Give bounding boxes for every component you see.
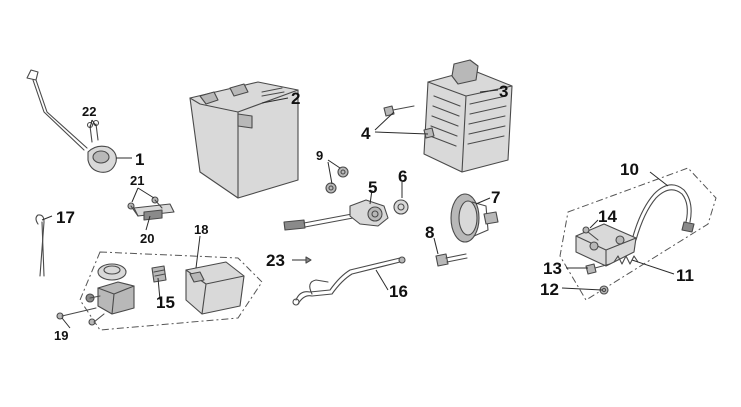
callout-18: 18 — [194, 222, 208, 237]
part-9-nuts — [325, 166, 349, 194]
callout-9: 9 — [316, 148, 323, 163]
callout-6: 6 — [398, 167, 407, 186]
callout-1: 1 — [135, 150, 144, 169]
part-20-bracket — [133, 203, 175, 221]
part-4-bolts — [383, 105, 435, 139]
part-23-arrow — [292, 256, 312, 264]
part-3-regulator — [423, 59, 513, 173]
part-15-grommet — [151, 265, 167, 283]
callout-14: 14 — [598, 207, 617, 226]
part-16-harness — [292, 256, 406, 306]
callout-8: 8 — [425, 223, 434, 242]
leader-lines — [41, 89, 675, 329]
callout-4: 4 — [361, 124, 371, 143]
callout-23: 23 — [266, 251, 285, 270]
group-18-outline — [79, 251, 263, 331]
callout-17: 17 — [56, 208, 75, 227]
part-1-switch — [26, 69, 117, 173]
callout-3: 3 — [499, 82, 508, 101]
part-fuel-pump — [85, 263, 135, 315]
part-5-sensor — [283, 199, 389, 231]
callout-20: 20 — [140, 231, 154, 246]
callout-7: 7 — [491, 188, 500, 207]
callout-11: 11 — [676, 266, 694, 285]
callout-13: 13 — [543, 259, 562, 278]
callout-21: 21 — [130, 173, 144, 188]
part-10-wire — [631, 184, 695, 241]
part-ecu-module — [185, 261, 245, 315]
callout-10: 10 — [620, 160, 639, 179]
callout-2: 2 — [291, 89, 300, 108]
part-14-screw — [582, 226, 599, 241]
part-17-wire — [35, 214, 45, 277]
part-2-battery — [189, 81, 299, 199]
callout-5: 5 — [368, 178, 377, 197]
part-8-bolt — [435, 253, 468, 267]
part-7-horn — [450, 193, 499, 243]
part-19-screws — [56, 307, 105, 326]
part-21-screws — [127, 196, 163, 217]
group-10-outline — [559, 167, 717, 301]
callout-15: 15 — [156, 293, 175, 312]
callout-19: 19 — [54, 328, 68, 343]
part-13-bolt — [585, 263, 611, 275]
callout-16: 16 — [389, 282, 408, 301]
part-22-screws — [86, 119, 100, 143]
part-6-washer — [393, 199, 409, 215]
callout-12: 12 — [540, 280, 559, 299]
part-11-spring — [613, 255, 639, 265]
callout-labels: 1 2 3 4 5 6 7 8 9 10 11 12 13 14 15 16 1… — [54, 82, 694, 343]
callout-22: 22 — [82, 104, 96, 119]
